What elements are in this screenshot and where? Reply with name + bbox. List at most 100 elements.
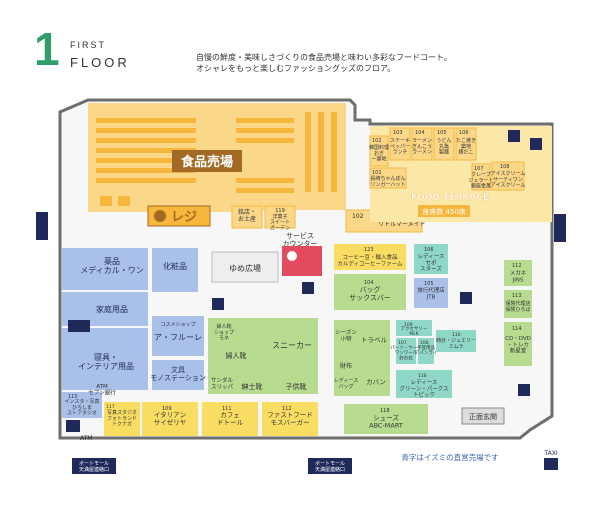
shop-107s-label: パーツ・ヤーンワンワール鈴の石 xyxy=(390,345,422,361)
shop-116-label: レディースグリーン・パークストピック xyxy=(399,378,448,399)
shop-123-label: コーヒー豆・輸入食品カルディコーヒーファーム xyxy=(337,253,403,267)
sandal-label: サンダルスリッパ xyxy=(211,376,234,390)
shop-107-number: 107 xyxy=(474,166,484,172)
shop-110-label: 時計・ジュエリーミムラ xyxy=(436,337,476,350)
ladies-bag-label: レディースバッグ xyxy=(334,377,358,390)
shop-104s-label: バッグサックスバー xyxy=(349,285,391,302)
right-entrance-box[interactable] xyxy=(554,214,566,242)
cosme-shop xyxy=(152,316,204,356)
atm-label: ATM xyxy=(80,435,92,442)
west-gate-label: ボートモール天満屋連絡口 xyxy=(79,460,109,473)
cosmetics-zone xyxy=(152,248,198,292)
shop-103-label: ステーキペッパーランチ xyxy=(390,138,410,156)
seats-box xyxy=(418,205,470,217)
shop-106s-label: レディースセポスターズ xyxy=(418,252,445,273)
service-counter-label: サービスカウンター xyxy=(283,231,318,248)
escalator-icon-5 xyxy=(518,384,530,396)
shop-112-number: 112 xyxy=(512,263,522,269)
seats-label: 座席数 450席 xyxy=(422,207,466,216)
kids-shoes-label: 子供靴 xyxy=(286,382,307,391)
left-entrance-box[interactable] xyxy=(36,212,48,240)
shop-106-label: たこ焼き築地銀だこ xyxy=(456,137,476,156)
main-gate-label: 正面玄関 xyxy=(469,412,497,421)
east-gate-box[interactable] xyxy=(308,458,352,474)
shop-116-number: 116 xyxy=(418,373,427,379)
shop-108-label: アイスクリームサーティワンアイスクリーム xyxy=(491,171,526,189)
shop-102b-number: 102 xyxy=(372,138,382,144)
bedding-zone xyxy=(62,328,148,390)
food-floor-box xyxy=(172,150,242,172)
shop-113-label: 保険代理店保険ひろば xyxy=(505,300,530,313)
yume-plaza-label: ゆめ広場 xyxy=(229,263,261,273)
shop-111-doutor xyxy=(202,402,258,436)
register-box xyxy=(147,205,211,227)
household-label: 家庭用品 xyxy=(96,304,128,314)
shop-103 xyxy=(389,127,411,161)
shop-106-number: 106 xyxy=(459,130,469,136)
shop-116 xyxy=(396,370,452,398)
shop-107s-number: 107 xyxy=(398,340,407,346)
shop-104-label: ラーメンぎんこうラーメン xyxy=(412,138,432,156)
shop-111-label: カフェドトール xyxy=(217,411,244,426)
floor-description-1: 自慢の鮮度・美味しさづくりの食品売場と味わい多彩なフードコート。 xyxy=(196,53,452,62)
shop-110-number: 110 xyxy=(452,332,461,338)
cosme-shop-label: ア・フルーレ xyxy=(154,333,202,342)
sweets-label: 銘店・お土産 xyxy=(238,208,256,223)
shop-123 xyxy=(334,244,406,270)
shop-105 xyxy=(433,127,455,161)
atm-box[interactable] xyxy=(66,420,80,432)
shop-108s-label: 手芸用品アバンライ xyxy=(415,344,438,356)
mens-shoes-label: 紳士靴 xyxy=(242,382,263,391)
yume-plaza xyxy=(211,251,279,283)
ladies-shoes-label: 婦人靴 xyxy=(226,351,247,360)
shop-114-label: CD・DVD・トレカ新星堂 xyxy=(505,336,531,355)
shop-115-number: 115 xyxy=(68,394,78,400)
info-icon xyxy=(287,251,297,261)
shop-104 xyxy=(411,127,433,161)
shop-108-craft xyxy=(418,338,434,364)
shop-105-label: うどん丸亀製麺 xyxy=(436,137,451,156)
shop-107-stone xyxy=(396,338,416,364)
main-gate[interactable] xyxy=(461,407,505,425)
pharmacy-zone xyxy=(62,248,148,290)
taxi-icon xyxy=(544,458,558,470)
elevator-icon xyxy=(508,130,520,142)
shop-110 xyxy=(436,330,476,352)
food-floor-label: 食品売場 xyxy=(181,154,233,170)
pharmacy-label: 薬品メディカル・ワン xyxy=(80,256,143,275)
east-gate-label: ボートモール天満屋連絡口 xyxy=(315,460,345,473)
bedding-label: 寝具・インテリア用品 xyxy=(78,352,134,371)
floor-word-first: FIRST xyxy=(70,40,106,50)
shop-107-label: クレープジェラート銀座金萬 xyxy=(468,172,493,190)
shop-107 xyxy=(471,163,491,191)
west-gate-box[interactable] xyxy=(72,458,116,474)
shop-102b-label: 韓国料理おぎ一番地 xyxy=(369,144,389,163)
shop-101-number: 101 xyxy=(372,170,382,176)
floor-description-2: オシャレをもっと楽しむファッショングッズのフロア。 xyxy=(196,64,396,73)
stationery-label: 文具モノステーション xyxy=(150,365,206,382)
shop-108-number: 108 xyxy=(500,164,510,170)
stationery-zone xyxy=(152,360,204,390)
cosmetics-label: 化粧品 xyxy=(163,261,187,271)
escalator-icon-3 xyxy=(302,282,314,294)
sweets-shop xyxy=(231,205,263,229)
shoe-zone xyxy=(208,318,318,394)
register-label: レジ xyxy=(171,210,197,225)
shop-106-stars xyxy=(414,244,448,274)
register-icon xyxy=(154,210,166,222)
service-counter[interactable] xyxy=(282,246,322,276)
bag-zone xyxy=(334,320,390,396)
shop-102-number: 102 xyxy=(352,213,364,220)
shop-108s-number: 108 xyxy=(420,340,429,346)
directly-managed-note: 青字はイズミの直営売場です xyxy=(401,452,498,462)
shop-109-saizeriya xyxy=(142,402,198,436)
bag-label: カバン xyxy=(366,378,386,386)
shop-109-number: 109 xyxy=(404,322,413,328)
season-label: シーズン小物 xyxy=(335,328,357,342)
